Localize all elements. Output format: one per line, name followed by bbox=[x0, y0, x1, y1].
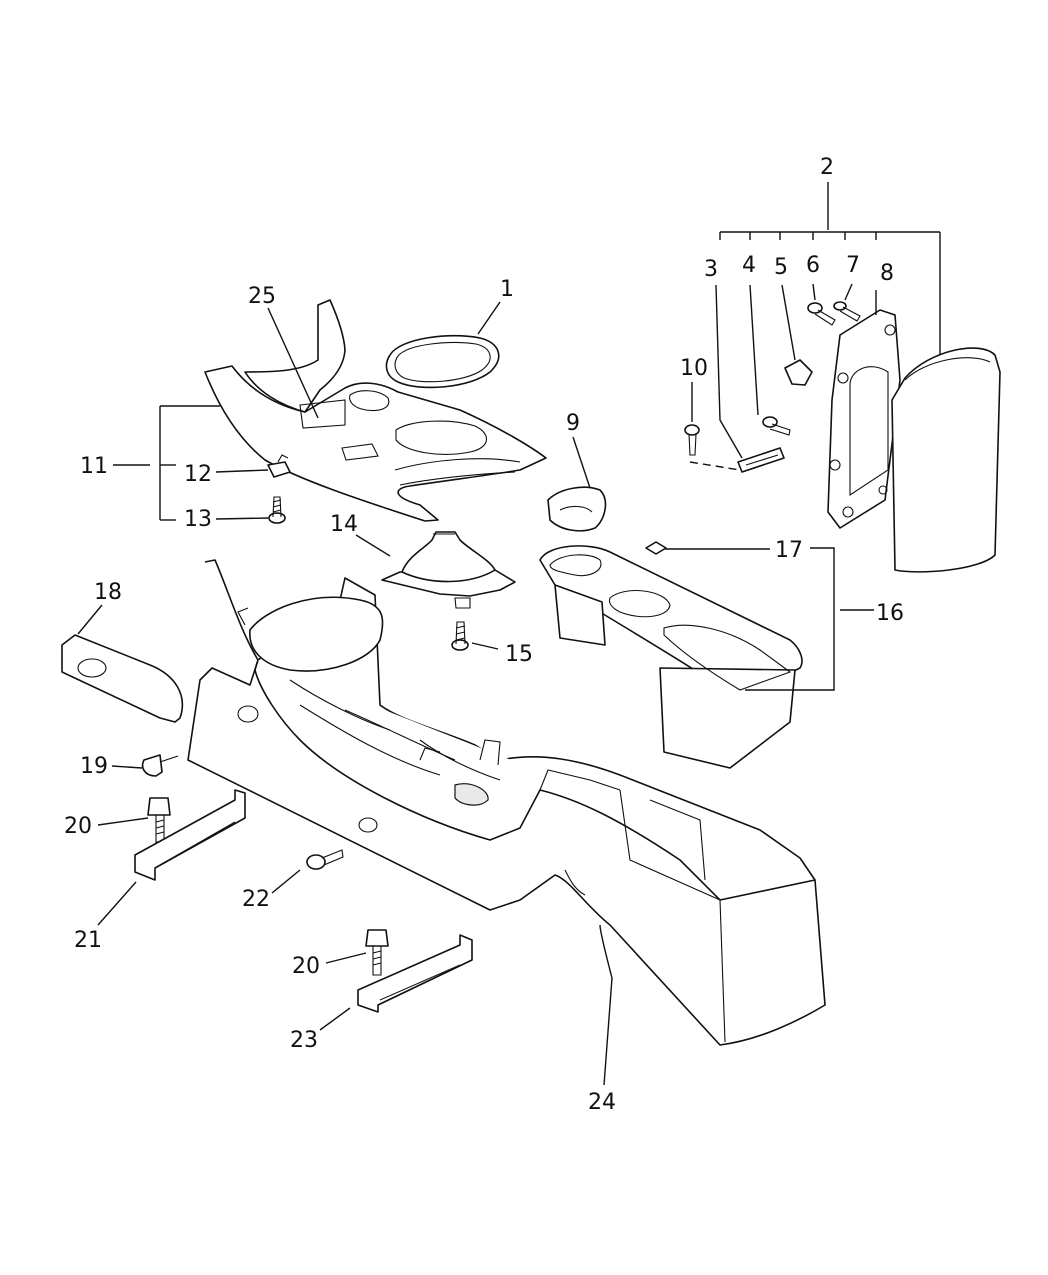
screw-part-15 bbox=[451, 621, 469, 651]
boot-ring-part bbox=[385, 334, 500, 389]
screw-part-6 bbox=[807, 302, 836, 326]
callout-7: 7 bbox=[846, 253, 860, 278]
screw-part-13 bbox=[268, 496, 286, 524]
armrest-lid-part bbox=[891, 347, 1001, 573]
callout-1: 1 bbox=[500, 277, 514, 302]
trim-bezel-part bbox=[204, 299, 547, 522]
clip-part-19 bbox=[141, 754, 179, 777]
callout-10: 10 bbox=[680, 356, 708, 381]
callout-8: 8 bbox=[880, 261, 894, 286]
armrest-base-part bbox=[827, 309, 901, 529]
clip-part-5 bbox=[784, 359, 813, 386]
screw-part-10 bbox=[684, 424, 700, 456]
screw-part-7 bbox=[833, 301, 861, 322]
bolt-part-20b bbox=[365, 929, 389, 976]
bracket-part-21 bbox=[134, 789, 246, 881]
cup-insert-part bbox=[547, 486, 607, 532]
callout-23: 23 bbox=[290, 1028, 318, 1053]
callout-labels: 1 2 3 4 5 6 7 8 9 10 11 12 13 14 15 16 1… bbox=[64, 155, 904, 1115]
side-panel-part bbox=[61, 634, 184, 723]
bracket-part-23 bbox=[357, 934, 473, 1013]
callout-24: 24 bbox=[588, 1090, 616, 1115]
clip-part bbox=[267, 454, 291, 478]
callout-16: 16 bbox=[876, 601, 904, 626]
nut-part-17 bbox=[645, 541, 667, 555]
callout-20b: 20 bbox=[292, 954, 320, 979]
callout-12: 12 bbox=[184, 462, 212, 487]
callout-3: 3 bbox=[704, 257, 718, 282]
callout-18: 18 bbox=[94, 580, 122, 605]
callout-9: 9 bbox=[566, 411, 580, 436]
callout-21: 21 bbox=[74, 928, 102, 953]
bracket-part-3 bbox=[737, 447, 785, 473]
callout-11: 11 bbox=[80, 454, 108, 479]
screw-part-22 bbox=[306, 849, 344, 870]
callout-20a: 20 bbox=[64, 814, 92, 839]
callout-25: 25 bbox=[248, 284, 276, 309]
callout-2: 2 bbox=[820, 155, 834, 180]
callout-17: 17 bbox=[775, 538, 803, 563]
callout-14: 14 bbox=[330, 512, 358, 537]
console-body-part bbox=[187, 559, 826, 1046]
callout-15: 15 bbox=[505, 642, 533, 667]
callout-13: 13 bbox=[184, 507, 212, 532]
leader-lines bbox=[77, 182, 941, 1086]
shift-boot-part bbox=[381, 531, 516, 609]
screw-part-4 bbox=[762, 416, 791, 436]
cup-holder-part bbox=[539, 545, 803, 769]
callout-4: 4 bbox=[742, 253, 756, 278]
bolt-part-20a bbox=[147, 797, 171, 843]
callout-5: 5 bbox=[774, 255, 788, 280]
callout-19: 19 bbox=[80, 754, 108, 779]
callout-6: 6 bbox=[806, 253, 820, 278]
callout-22: 22 bbox=[242, 887, 270, 912]
